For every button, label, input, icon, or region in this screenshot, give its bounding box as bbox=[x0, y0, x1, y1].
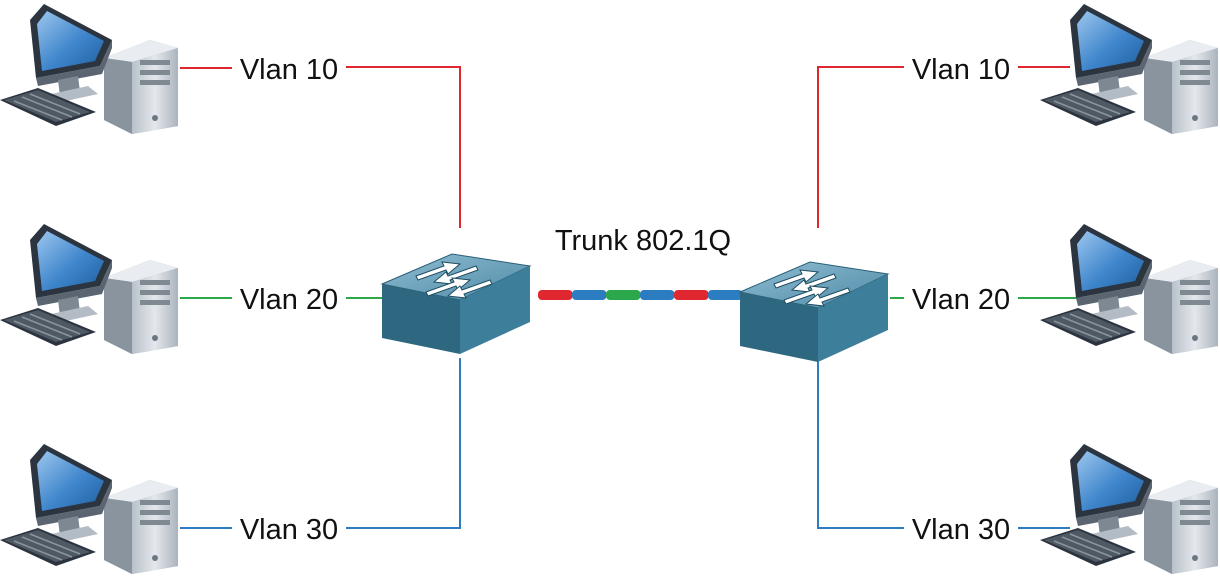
right-computer-vlan20-icon bbox=[1039, 223, 1219, 355]
left-vlan20-label: Vlan 20 bbox=[240, 284, 338, 316]
right-computer-vlan10-icon bbox=[1039, 3, 1219, 135]
left-computer-vlan20-icon bbox=[0, 223, 179, 355]
trunk-segment bbox=[538, 290, 573, 300]
right-switch-icon bbox=[739, 261, 889, 363]
left-computer-vlan30-icon bbox=[0, 443, 179, 575]
trunk-segment bbox=[572, 290, 607, 300]
trunk-link bbox=[538, 290, 743, 300]
right-vlan10-label: Vlan 10 bbox=[912, 54, 1010, 86]
trunk-segment bbox=[708, 290, 743, 300]
left-vlan10-link bbox=[180, 66, 461, 228]
left-vlan10-label: Vlan 10 bbox=[240, 54, 338, 86]
left-vlan30-label: Vlan 30 bbox=[240, 514, 338, 546]
right-vlan10-switch-wire bbox=[817, 66, 904, 228]
trunk-label: Trunk 802.1Q bbox=[555, 225, 731, 257]
trunk-segment bbox=[674, 290, 709, 300]
left-computer-vlan10-icon bbox=[0, 3, 179, 135]
right-vlan30-switch-wire bbox=[817, 360, 904, 529]
right-vlan20-label: Vlan 20 bbox=[912, 284, 1010, 316]
right-computer-vlan30-icon bbox=[1039, 443, 1219, 575]
left-vlan30-link bbox=[180, 358, 461, 529]
left-vlan10-switch-wire bbox=[346, 66, 461, 228]
right-vlan10-link bbox=[817, 66, 1070, 228]
trunk-segment bbox=[640, 290, 675, 300]
trunk-segment bbox=[606, 290, 641, 300]
left-vlan30-switch-wire bbox=[346, 358, 461, 529]
right-vlan30-label: Vlan 30 bbox=[912, 514, 1010, 546]
left-switch-icon bbox=[381, 253, 531, 355]
right-vlan30-link bbox=[817, 360, 1070, 529]
